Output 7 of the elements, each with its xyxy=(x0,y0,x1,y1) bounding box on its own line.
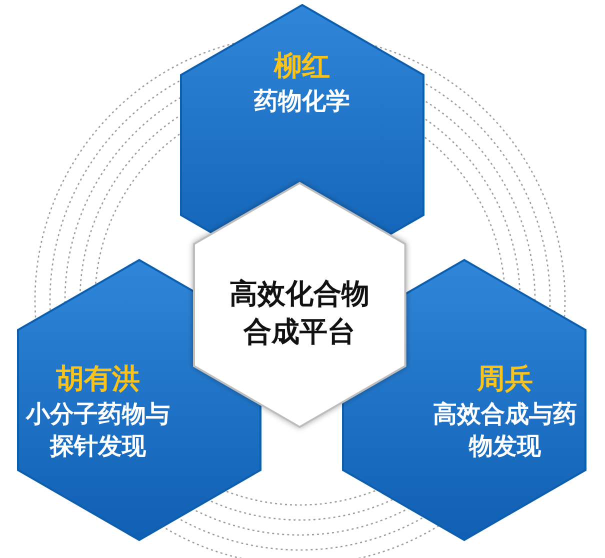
research-field: 高效合成与药物发现 xyxy=(432,398,577,463)
name-heading: 周兵 xyxy=(476,361,533,397)
research-field: 药物化学 xyxy=(254,84,350,118)
research-field: 小分子药物与探针发现 xyxy=(26,398,170,463)
name-heading: 柳红 xyxy=(274,48,330,84)
name-heading: 胡有洪 xyxy=(56,361,140,397)
platform-title: 高效化合物合成平台 xyxy=(228,276,370,350)
